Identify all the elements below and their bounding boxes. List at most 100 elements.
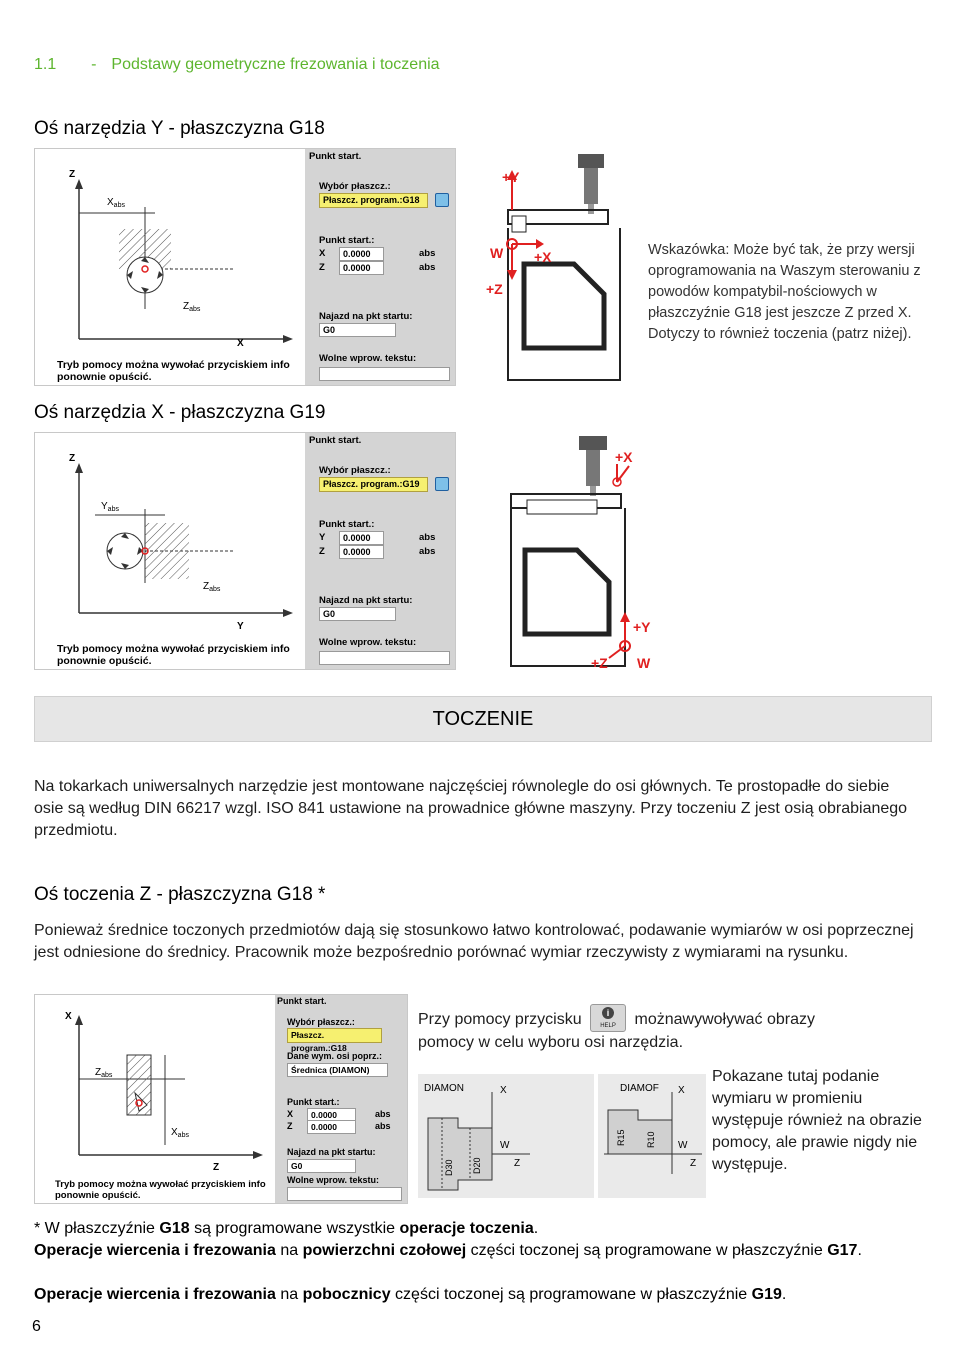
help-panel-g18: Z X Xabs Zabs Punkt start. Wybór płaszcz… [34, 148, 456, 386]
fig1-w: W [490, 245, 504, 261]
help-panel-turning: X Z Zabs Xabs Punkt start. Wybór płaszcz… [34, 994, 408, 1204]
svg-text:Yabs: Yabs [101, 501, 119, 513]
workpiece-figure-g18: +Y W +X +Z [486, 154, 621, 381]
foot1-e: . [533, 1220, 539, 1237]
diamof-d2: R10 [646, 1131, 656, 1148]
fig1-y: +Y [502, 169, 520, 185]
radius-note: Pokazane tutaj podanie wymiaru w promien… [712, 1068, 922, 1173]
info-icon: i [602, 1007, 615, 1019]
plane-select-field[interactable]: Płaszcz. program.:G19 [319, 477, 428, 492]
select-toggle-icon[interactable] [435, 477, 449, 491]
free-text-field[interactable] [319, 651, 450, 665]
axis2-field[interactable]: 0.0000 [307, 1120, 356, 1134]
section-title-g18: Oś narzędzia Y - płaszczyzna G18 [34, 118, 325, 139]
turning-intro-paragraph: Na tokarkach uniwersalnych narzędzie jes… [34, 778, 908, 839]
axis1-field[interactable]: 0.0000 [307, 1108, 356, 1122]
axis-label-vert: Z [69, 169, 75, 180]
workpiece-figure-g19: +X +Y +Z W [510, 436, 651, 671]
help-button-label: HELP [600, 1023, 616, 1029]
plane-select-label: Wybór płaszcz.: [319, 181, 391, 192]
plane-select-field[interactable]: Płaszcz. program.:G18 [319, 193, 428, 208]
approach-field[interactable]: G0 [319, 323, 396, 337]
help-footer-line2: ponownie opuścić. [57, 371, 152, 383]
help-footer: Tryb pomocy można wywołać przyciskiem in… [57, 359, 290, 383]
axis-diagram-turning: X Z Zabs Xabs [65, 1011, 263, 1173]
start-point-label: Punkt start.: [287, 1097, 340, 1107]
help-text-c: pomocy w celu wyboru osi narzędzia. [418, 1034, 684, 1051]
foot1-d: operacje toczenia [399, 1220, 534, 1237]
help-footer-line2: ponownie opuścić. [57, 655, 152, 667]
fig2-w: W [637, 655, 651, 671]
free-text-field[interactable] [319, 367, 450, 381]
axis2-label: Z [319, 262, 325, 273]
label-a-sub: abs [114, 202, 126, 209]
help-instruction-line1: Przy pomocy przycisku i HELP możnawywoły… [418, 1004, 888, 1032]
axis1-field[interactable]: 0.0000 [339, 531, 384, 545]
fig1-x: +X [534, 249, 552, 265]
chapter-header: 1.1 - Podstawy geometryczne frezowania i… [34, 56, 440, 74]
approach-field[interactable]: G0 [287, 1159, 356, 1173]
axis1-label: X [287, 1109, 294, 1119]
svg-text:Zabs: Zabs [95, 1067, 113, 1079]
axis1-label: X [319, 248, 326, 259]
svg-text:Zabs: Zabs [203, 581, 221, 593]
free-text-field[interactable] [287, 1187, 402, 1201]
plane-select-label: Wybór płaszcz.: [287, 1017, 355, 1027]
diamon-x: X [500, 1085, 507, 1096]
diamof-diagram: DIAMOF X R15 R10 W Z [598, 1074, 706, 1198]
axis2-label: Z [287, 1121, 293, 1131]
foot1-a: * W płaszczyźnie [34, 1220, 160, 1237]
axis2-unit: abs [419, 546, 436, 557]
foot2-f: . [857, 1242, 862, 1259]
help-info-button[interactable]: i HELP [590, 1004, 627, 1032]
label-b-sub: abs [209, 586, 221, 593]
footnote-g17: Operacje wiercenia i frezowania na powie… [34, 1240, 934, 1262]
label-b: Z [183, 301, 189, 312]
label-a-sub: abs [101, 1072, 113, 1079]
axis-label-horiz: Z [213, 1162, 219, 1173]
help-footer-line1: Tryb pomocy można wywołać przyciskiem in… [55, 1179, 266, 1190]
help-text-a: Przy pomocy przycisku [418, 1011, 582, 1028]
help-panel-g19: Z Y Yabs Zabs Punkt start. Wybór płaszcz… [34, 432, 456, 670]
diamon-w: W [500, 1140, 510, 1151]
foot3-a: Operacje wiercenia i frezowania [34, 1286, 276, 1303]
axis-label-horiz: Y [237, 621, 244, 632]
chapter-title: Podstawy geometryczne frezowania i tocze… [111, 56, 440, 73]
axis-diagram-g18: Z X Xabs Zabs [69, 169, 293, 349]
diamof-w: W [678, 1140, 688, 1151]
approach-field[interactable]: G0 [319, 607, 396, 621]
free-text-label: Wolne wprow. tekstu: [319, 637, 417, 648]
axis1-label: Y [319, 532, 326, 543]
label-b-sub: abs [189, 306, 201, 313]
svg-text:Xabs: Xabs [171, 1127, 189, 1139]
label-a: Y [101, 501, 108, 512]
axis1-field[interactable]: 0.0000 [339, 247, 384, 261]
axis2-field[interactable]: 0.0000 [339, 545, 384, 559]
plane-select-field[interactable]: Płaszcz. program.:G18 [287, 1028, 382, 1053]
diamon-diagram: DIAMON X D30 D20 W Z [418, 1074, 594, 1198]
diamof-x: X [678, 1085, 685, 1096]
axis-label-vert: Z [69, 453, 75, 464]
axis2-field[interactable]: 0.0000 [339, 261, 384, 275]
transverse-data-field[interactable]: Średnica (DIAMON) [287, 1063, 388, 1077]
help-instruction: Przy pomocy przycisku i HELP możnawywoły… [418, 1004, 888, 1054]
foot2-a: Operacje wiercenia i frezowania [34, 1242, 276, 1259]
axis-diagram-g19: Z Y Yabs Zabs [69, 453, 293, 632]
fig1-z: +Z [486, 281, 503, 297]
label-b: Z [203, 581, 209, 592]
free-text-label: Wolne wprow. tekstu: [319, 353, 417, 364]
foot3-d: części toczonej są programowane w płaszc… [390, 1286, 752, 1303]
help-footer-line1: Tryb pomocy można wywołać przyciskiem in… [57, 359, 290, 371]
fig2-z: +Z [591, 655, 608, 671]
select-toggle-icon[interactable] [435, 193, 449, 207]
label-b-sub: abs [178, 1132, 190, 1139]
foot3-e: G19 [751, 1286, 782, 1303]
free-text-label: Wolne wprow. tekstu: [287, 1175, 380, 1185]
foot3-f: . [781, 1286, 787, 1303]
note-g18: Wskazówka: Może być tak, że przy wersji … [648, 242, 921, 342]
axis1-unit: abs [419, 532, 436, 543]
form-header: Punkt start. [277, 996, 327, 1006]
diamon-z: Z [514, 1158, 520, 1169]
start-point-label: Punkt start.: [319, 519, 375, 530]
approach-label: Najazd na pkt startu: [287, 1147, 376, 1157]
